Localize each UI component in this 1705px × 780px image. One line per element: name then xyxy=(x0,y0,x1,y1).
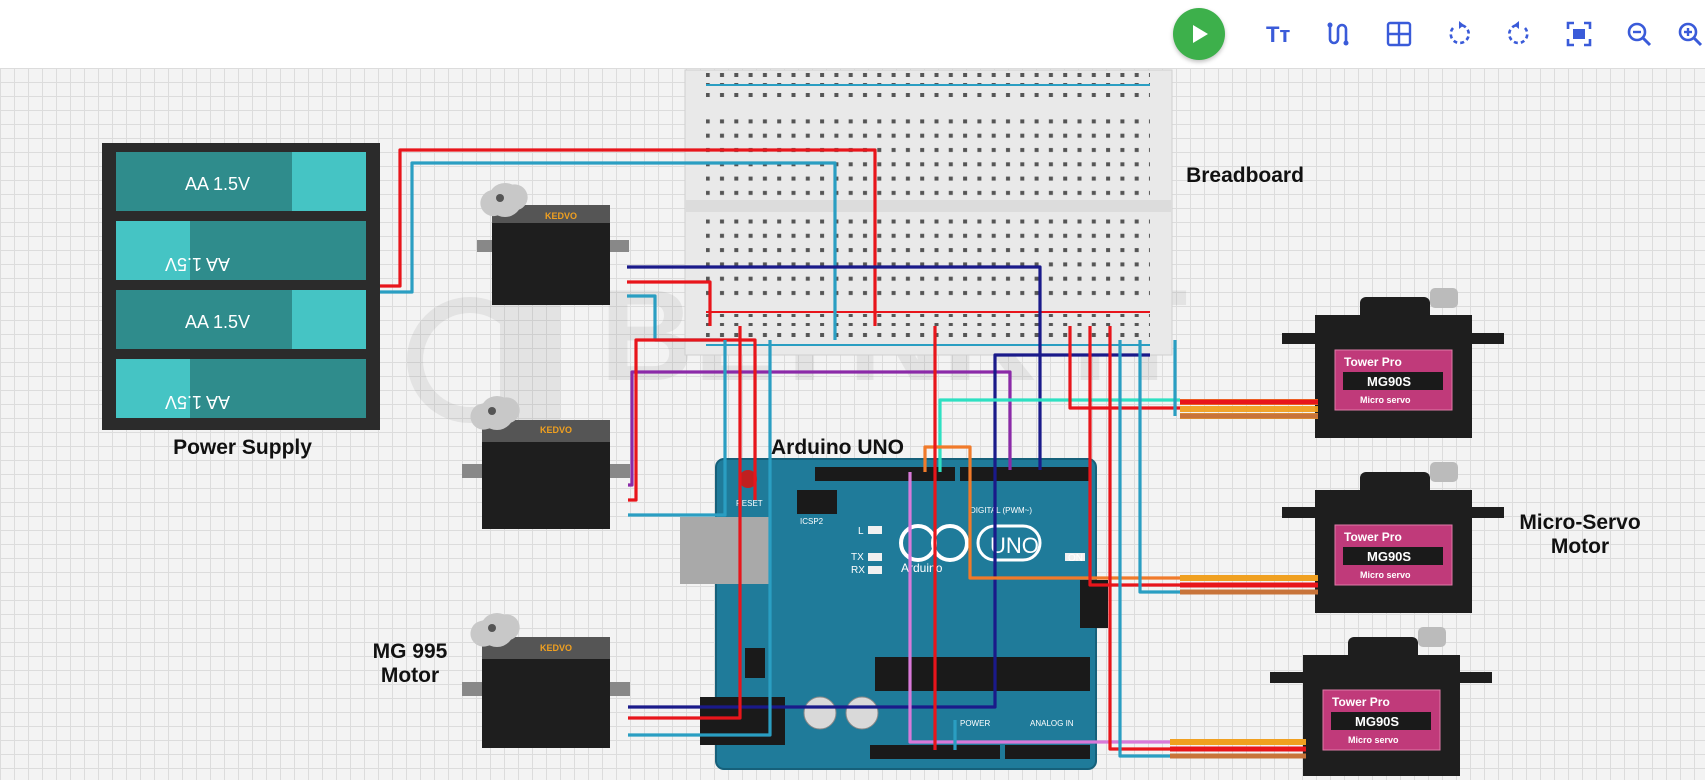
battery-cell-1: AA 1.5V xyxy=(116,152,366,211)
battery-cell-4: AA 1.5V xyxy=(116,359,366,418)
wire-route-button[interactable] xyxy=(1320,16,1356,52)
fit-screen-icon xyxy=(1566,21,1592,47)
arduino-logo: UNO Arduino xyxy=(899,524,1042,575)
zoom-out-icon xyxy=(1627,22,1652,47)
arduino-uno-label: Arduino UNO xyxy=(771,436,904,459)
servo-subtitle: Micro servo xyxy=(1360,395,1411,405)
grid-icon xyxy=(1386,21,1412,47)
zoom-out-button[interactable] xyxy=(1621,16,1657,52)
wire-servo2-power xyxy=(628,338,757,502)
servo-brand: Tower Pro xyxy=(1332,695,1390,709)
mg995-servo-1[interactable]: KEDVO xyxy=(477,181,629,305)
play-icon xyxy=(1193,25,1208,43)
servo-brand: KEDVO xyxy=(540,643,572,653)
arduino-uno-board[interactable]: UNO Arduino ON TX RX L RESET ICSP2 DIGIT… xyxy=(680,458,1108,770)
battery-cell-label: AA 1.5V xyxy=(185,312,250,332)
micro-servo-1[interactable]: Tower Pro MG90S Micro servo xyxy=(1180,288,1504,438)
fit-screen-button[interactable] xyxy=(1561,16,1597,52)
rotate-cw-icon xyxy=(1507,21,1529,45)
servo-model: MG90S xyxy=(1367,549,1411,564)
mg995-label-line2: Motor xyxy=(380,664,440,687)
micro-servo-label-line2: Motor xyxy=(1550,535,1610,558)
tx-led-label: TX xyxy=(851,552,864,563)
mg995-label-line1: MG 995 xyxy=(372,640,448,663)
uno-logo-text: UNO xyxy=(990,533,1039,558)
power-header-label: POWER xyxy=(960,719,990,728)
toolbar: Tт xyxy=(0,0,1705,68)
wire-microservo1-power xyxy=(1068,326,1180,410)
servo-subtitle: Micro servo xyxy=(1360,570,1411,580)
servo-brand: KEDVO xyxy=(540,425,572,435)
run-simulation-button[interactable] xyxy=(1173,8,1225,60)
wire-servo2-ground xyxy=(628,340,727,517)
servo-brand: Tower Pro xyxy=(1344,530,1402,544)
wire-microservo3-signal xyxy=(908,472,1170,744)
wire-microservo2-power xyxy=(1088,326,1180,587)
text-size-button[interactable]: Tт xyxy=(1262,16,1298,52)
wire-servo3-power xyxy=(628,326,742,720)
zoom-in-icon xyxy=(1678,22,1703,47)
battery-cell-label: AA 1.5V xyxy=(185,174,250,194)
mg995-servo-2[interactable]: KEDVO xyxy=(462,394,630,529)
battery-pack[interactable]: AA 1.5V AA 1.5V AA 1.5V AA 1.5V xyxy=(102,143,380,430)
wire-servo1-signal xyxy=(627,265,1042,470)
servo-model: MG90S xyxy=(1355,714,1399,729)
servo-brand: KEDVO xyxy=(545,211,577,221)
wire-servo3-ground xyxy=(628,340,772,737)
micro-servo-2[interactable]: Tower Pro MG90S Micro servo xyxy=(1180,462,1504,613)
wire-microservo2-signal xyxy=(923,445,1180,580)
text-size-glyph: Tт xyxy=(1266,22,1290,47)
power-supply-label: Power Supply xyxy=(173,436,312,459)
wire-microservo2-ground xyxy=(1138,340,1180,594)
servo-model: MG90S xyxy=(1367,374,1411,389)
on-led-label: ON xyxy=(1068,553,1083,564)
battery-cell-label: AA 1.5V xyxy=(165,254,230,274)
reset-label: RESET xyxy=(736,499,763,508)
wire-servo1-power xyxy=(627,280,712,326)
wire-battery-power xyxy=(380,148,877,326)
servo-brand: Tower Pro xyxy=(1344,355,1402,369)
icsp-label: ICSP2 xyxy=(800,517,824,526)
micro-servo-label-line1: Micro-Servo xyxy=(1519,511,1641,534)
zoom-in-button[interactable] xyxy=(1672,16,1705,52)
breadboard[interactable] xyxy=(684,69,1173,356)
micro-servo-3[interactable]: Tower Pro MG90S Micro servo xyxy=(1170,627,1492,776)
breadboard-label: Breadboard xyxy=(1186,164,1304,187)
rotate-ccw-button[interactable] xyxy=(1441,16,1477,52)
wire-servo2-signal xyxy=(628,370,1012,487)
battery-cell-label: AA 1.5V xyxy=(165,392,230,412)
wires xyxy=(380,148,1180,758)
servo-subtitle: Micro servo xyxy=(1348,735,1399,745)
rotate-cw-button[interactable] xyxy=(1501,16,1537,52)
analog-header-label: ANALOG IN xyxy=(1030,719,1074,728)
l-led-label: L xyxy=(858,526,864,537)
text-size-icon: Tт xyxy=(1266,22,1290,47)
battery-cell-2: AA 1.5V xyxy=(116,221,366,280)
rx-led-label: RX xyxy=(851,565,865,576)
wire-route-icon xyxy=(1327,22,1349,46)
digital-label: DIGITAL (PWM~) xyxy=(970,506,1032,515)
wire-microservo3-ground xyxy=(1118,340,1170,758)
wire-microservo3-power xyxy=(1108,326,1170,751)
mg995-servo-3[interactable]: KEDVO xyxy=(462,611,630,748)
battery-cell-3: AA 1.5V xyxy=(116,290,366,349)
grid-button[interactable] xyxy=(1381,16,1417,52)
rotate-ccw-icon xyxy=(1449,21,1471,45)
wire-servo3-signal xyxy=(628,353,1150,709)
wire-battery-ground xyxy=(380,161,837,340)
